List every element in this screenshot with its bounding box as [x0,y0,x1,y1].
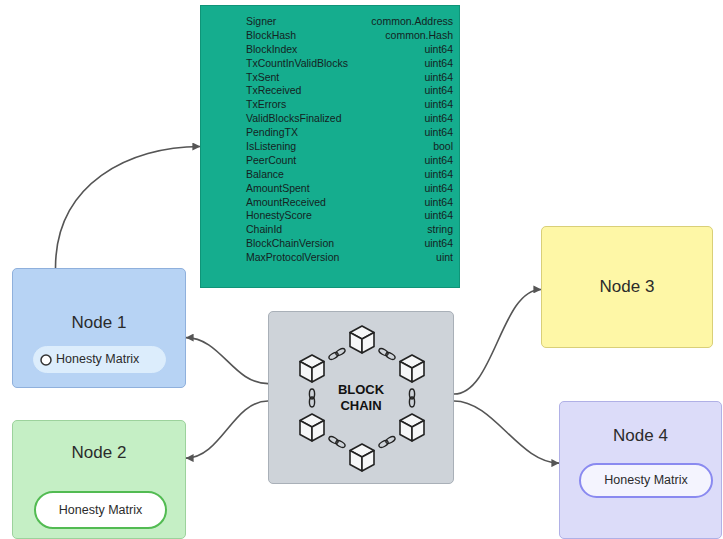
node-title: BLOCK CHAIN [335,382,387,413]
node-title: Node 2 [72,443,127,463]
arrow-connector [454,401,559,463]
field-name: BlockChainVersion [246,237,348,251]
field-name: TxReceived [246,84,348,98]
field-type: uint64 [356,237,453,251]
field-type: common.Hash [356,29,453,43]
blockchain-box: BLOCK CHAIN [268,311,454,484]
field-name: Balance [246,168,348,182]
field-name: Signer [246,15,348,29]
arrow-connector [56,147,201,269]
honesty-pill: Honesty Matrix [34,491,167,529]
struct-table: Signer common.AddressBlockHash common.Hash… [200,5,460,288]
field-type: bool [356,140,453,154]
pill-label: Honesty Matrix [59,503,142,518]
field-type: uint64 [356,43,453,57]
field-name: IsListening [246,140,348,154]
arrow-connector [186,338,268,384]
node-title: Node 3 [600,277,655,297]
field-name: AmountReceived [246,196,348,210]
node-title: Node 1 [72,313,127,333]
field-type: uint64 [356,126,453,140]
field-name: ValidBlocksFinalized [246,112,348,126]
field-name: BlockHash [246,29,348,43]
arrow-connector [454,289,541,394]
field-name: MaxProtocolVersion [246,251,348,265]
arrow-connector [186,401,268,458]
node-box: Node 1 Honesty Matrix [12,268,186,388]
field-name: AmountSpent [246,182,348,196]
field-type: uint64 [356,71,453,85]
field-name: ChainId [246,223,348,237]
field-type: uint64 [356,98,453,112]
field-type: uint64 [356,154,453,168]
node-box: Node 3 [541,226,713,348]
radio-circle [39,353,53,367]
node-title: Node 4 [613,426,668,446]
field-name: HonestyScore [246,209,348,223]
field-type: uint64 [356,57,453,71]
field-type: uint64 [356,209,453,223]
node-box: Node 2 Honesty Matrix [12,420,186,539]
field-name: TxErrors [246,98,348,112]
field-name: BlockIndex [246,43,348,57]
pill-label: Honesty Matrix [604,473,687,488]
field-type: uint [356,251,453,265]
field-type: uint64 [356,84,453,98]
honesty-pill: Honesty Matrix [33,346,166,373]
field-type: common.Address [356,15,453,29]
field-type: uint64 [356,112,453,126]
field-name: TxCountInValidBlocks [246,57,348,71]
field-name: TxSent [246,71,348,85]
block-cubes [300,326,424,471]
field-name: PeerCount [246,154,348,168]
field-name: PendingTX [246,126,348,140]
field-type: string [356,223,453,237]
honesty-pill: Honesty Matrix [579,463,713,498]
field-type: uint64 [356,168,453,182]
chain-links [309,347,414,449]
pill-label: Honesty Matrix [56,352,139,367]
field-type: uint64 [356,182,453,196]
node-box: Node 4 Honesty Matrix [559,401,722,539]
field-type: uint64 [356,196,453,210]
